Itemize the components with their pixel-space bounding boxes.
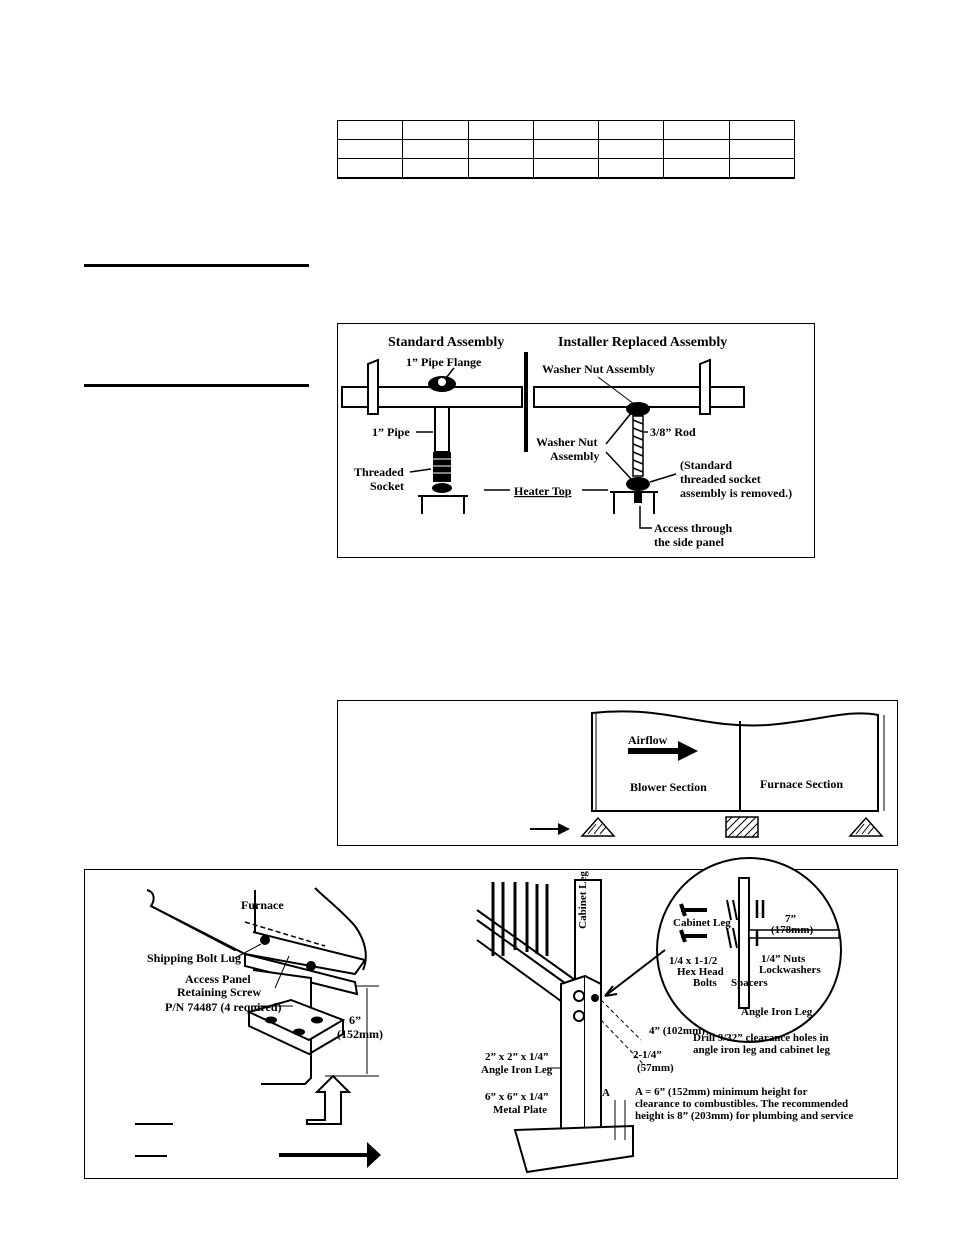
- label-height-in: 6”: [349, 1013, 361, 1027]
- right-arrow: [279, 1142, 381, 1168]
- cabinet-outline: [591, 710, 879, 812]
- label-access-panel-2: Retaining Screw: [177, 985, 261, 999]
- label-drill-1: Drill 9/32” clearance holes in: [693, 1032, 829, 1044]
- label-washer-nut: Washer Nut: [536, 435, 597, 449]
- clamp-right: [699, 358, 711, 415]
- label-angle-leg-1: 2” x 2” x 1/4”: [485, 1051, 549, 1063]
- metal-plate-shape: [513, 1124, 634, 1174]
- label-airflow: Airflow: [628, 733, 668, 747]
- heater-top-left: [418, 495, 468, 514]
- airflow-figure: Airflow Blower Section Furnace Section: [337, 700, 898, 846]
- label-seven-in: 7”: [785, 913, 796, 925]
- suspension-diagram: Standard Assembly Installer Replaced Ass…: [341, 335, 792, 549]
- threaded-socket-shape: [433, 452, 451, 482]
- label-height-mm: (152mm): [337, 1027, 383, 1041]
- label-lockwashers: Lockwashers: [759, 964, 821, 976]
- heading-standard-assembly: Standard Assembly: [388, 335, 504, 350]
- label-blower-section: Blower Section: [630, 780, 707, 794]
- label-a: A: [602, 1087, 610, 1099]
- label-angle-leg-2: Angle Iron Leg: [481, 1064, 553, 1076]
- suspension-assembly-figure: Standard Assembly Installer Replaced Ass…: [337, 323, 815, 558]
- label-a-note-2: clearance to combustibles. The recommend…: [635, 1098, 848, 1110]
- label-two-quarter-mm: (57mm): [637, 1062, 674, 1074]
- label-shipping-lug: Shipping Bolt Lug: [147, 951, 241, 965]
- label-spacers: Spacers: [731, 977, 768, 989]
- label-pipe-flange: 1” Pipe Flange: [406, 355, 482, 369]
- label-plate-1: 6” x 6” x 1/4”: [485, 1091, 549, 1103]
- label-pipe: 1” Pipe: [372, 425, 410, 439]
- label-cabinet-leg: Cabinet Leg: [577, 871, 589, 929]
- leg-diagram: Furnace Shipping Bolt Lug Access Panel R…: [135, 857, 853, 1174]
- label-access-1: Access through: [654, 521, 732, 535]
- table-row: [336, 158, 796, 179]
- table-row: [336, 120, 796, 140]
- leg-installation-figure: Furnace Shipping Bolt Lug Access Panel R…: [84, 857, 898, 1179]
- label-threaded: Threaded: [354, 465, 404, 479]
- label-nuts: 1/4” Nuts: [761, 953, 806, 965]
- label-furnace-section: Furnace Section: [760, 777, 843, 791]
- divider-bar: [524, 352, 528, 452]
- label-bolts-2: Hex Head: [677, 966, 724, 978]
- label-bolts-1: 1/4 x 1-1/2: [669, 955, 718, 967]
- label-washer-nut-top: Washer Nut Assembly: [542, 362, 655, 376]
- label-angle-iron-inset: Angle Iron Leg: [741, 1006, 813, 1018]
- airflow-arrow: [628, 741, 698, 761]
- label-inset-cabinet-leg: Cabinet Leg: [673, 917, 731, 929]
- label-rod: 3/8” Rod: [650, 425, 696, 439]
- label-heater-top: Heater Top: [514, 484, 572, 498]
- cabinet-leg-shape: [574, 879, 602, 987]
- table-row: [336, 139, 796, 159]
- support-triangle-left: [580, 816, 616, 837]
- support-block-center: [725, 816, 759, 838]
- up-arrow: [306, 1074, 352, 1125]
- label-plate-2: Metal Plate: [493, 1104, 547, 1116]
- label-a-note-3: height is 8” (203mm) for plumbing and se…: [635, 1110, 853, 1122]
- label-seven-mm: (178mm): [771, 924, 813, 936]
- clamp-left: [367, 358, 379, 415]
- label-a-note-1: A = 6” (152mm) minimum height for: [635, 1086, 808, 1098]
- pipe-shape: [434, 406, 450, 453]
- label-furnace: Furnace: [241, 898, 284, 912]
- support-triangle-right: [848, 816, 884, 837]
- label-access-2: the side panel: [654, 535, 725, 549]
- heading-installer-assembly: Installer Replaced Assembly: [558, 335, 727, 350]
- data-table: [336, 120, 796, 179]
- label-part-number: P/N 74487 (4 required): [165, 1000, 282, 1014]
- label-washer-nut-assembly: Assembly: [550, 449, 599, 463]
- heater-top-right: [610, 491, 658, 514]
- label-two-quarter-in: 2-1/4”: [633, 1049, 662, 1061]
- label-socket: Socket: [370, 479, 404, 493]
- label-standard-note-1: (Standard: [680, 458, 732, 472]
- label-bolts-3: Bolts: [693, 977, 718, 989]
- label-access-panel-1: Access Panel: [185, 972, 251, 986]
- pointer-arrow: [530, 823, 570, 835]
- label-standard-note-3: assembly is removed.): [680, 486, 792, 500]
- section-rule-bottom: [84, 384, 309, 387]
- label-four-in: 4” (102mm): [649, 1025, 705, 1037]
- section-rule-top: [84, 264, 309, 267]
- airflow-diagram: Airflow Blower Section Furnace Section: [530, 710, 885, 838]
- label-standard-note-2: threaded socket: [680, 472, 761, 486]
- label-drill-2: angle iron leg and cabinet leg: [693, 1044, 830, 1056]
